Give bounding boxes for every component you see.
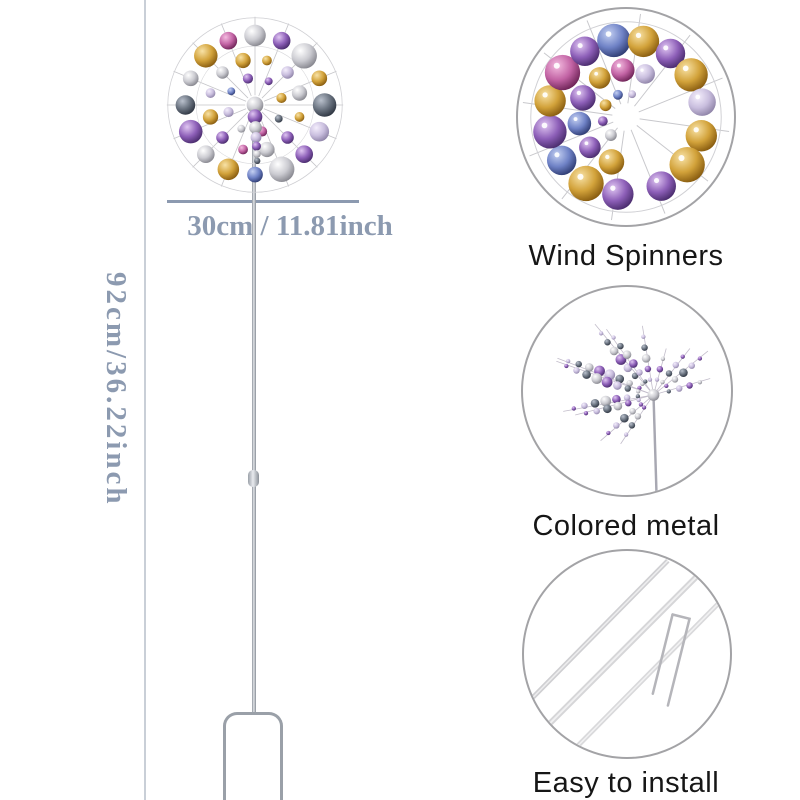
wind-spinner-illustration: [166, 16, 344, 194]
callout-label-colored-metal: Colored metal: [532, 510, 720, 542]
callout-colored-metal: [521, 285, 733, 497]
width-dimension-line: [167, 200, 359, 203]
callout-label-easy-install: Easy to install: [532, 767, 720, 799]
callout-easy-install: [522, 549, 732, 759]
ground-stake: [223, 712, 283, 800]
width-dimension-label: 30cm / 11.81inch: [187, 210, 393, 242]
pole-connector: [248, 470, 259, 487]
install-parts-closeup-image: [524, 559, 728, 757]
spinner-pole: [252, 110, 256, 715]
callout-wind-spinners: [516, 7, 736, 227]
main-product-figure: [157, 7, 353, 203]
height-dimension-line: [144, 0, 146, 800]
height-dimension-label: 92cm/36.22inch: [100, 272, 132, 507]
callout-label-wind-spinners: Wind Spinners: [528, 240, 724, 272]
colored-metal-closeup-image: [556, 323, 711, 492]
wind-spinners-closeup-image: [522, 13, 730, 221]
